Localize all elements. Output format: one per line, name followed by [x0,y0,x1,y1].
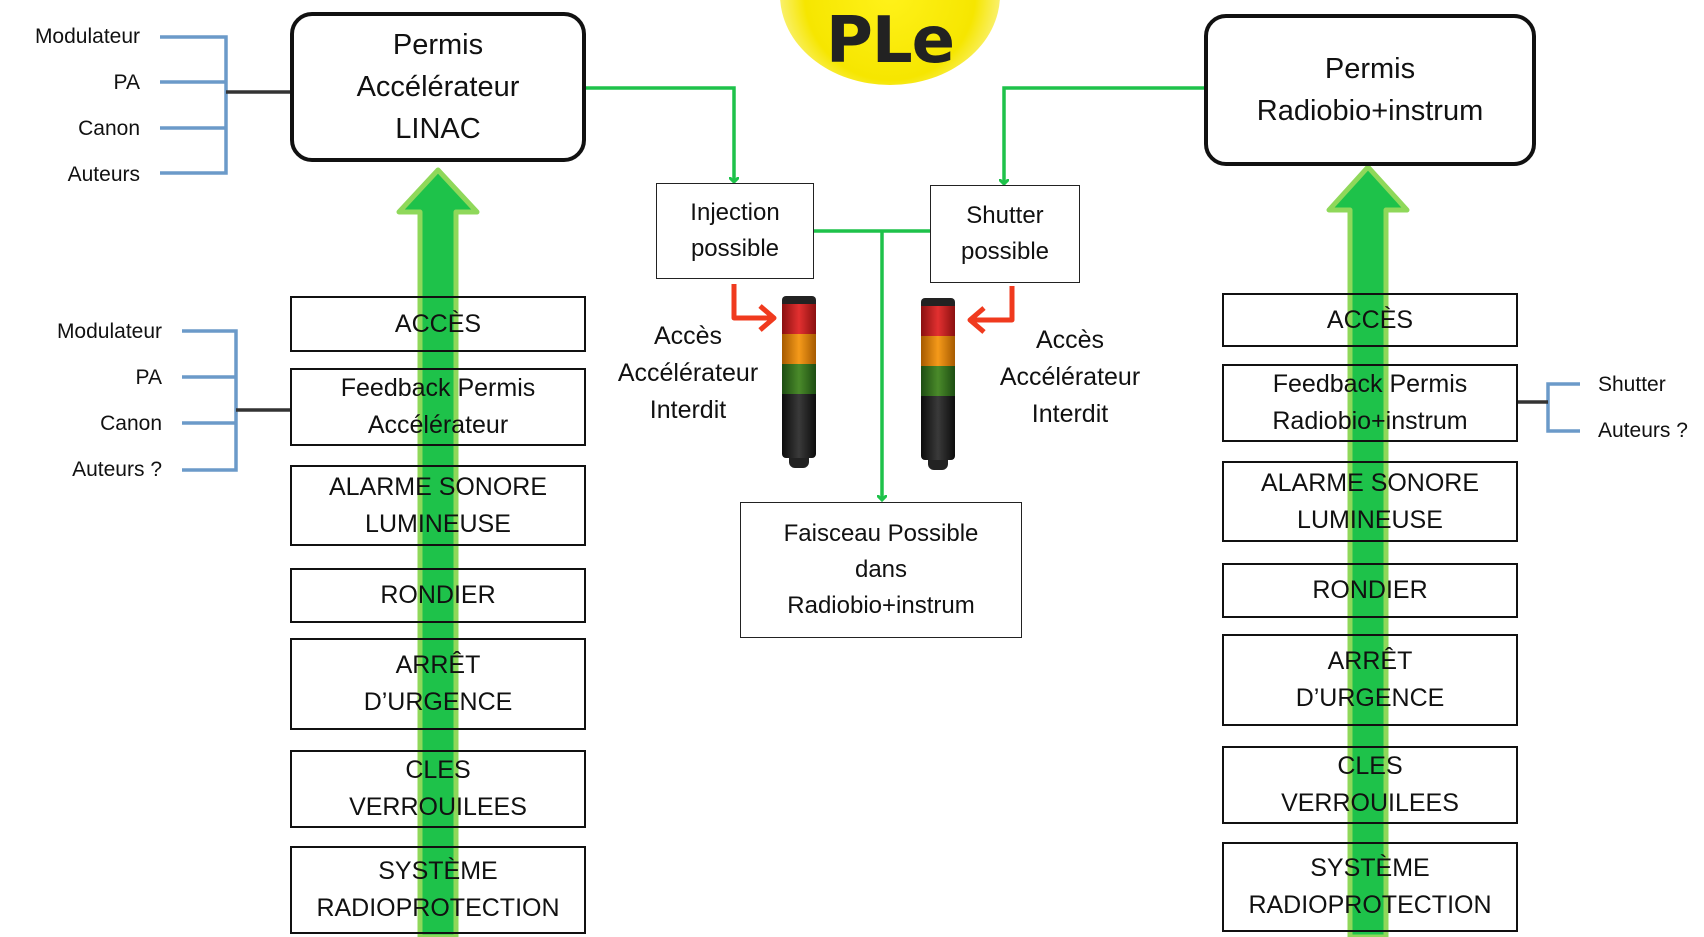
right-chain-arrow [1326,164,1410,937]
right-chain-systeme: SYSTÈME RADIOPROTECTION [1222,842,1518,932]
signal-tower-right-icon [921,298,955,470]
right-feedback-input-shutter: Shutter [1598,373,1666,396]
right-permit-box: Permis Radiobio+instrum [1204,14,1536,166]
left-chain-arrow [396,167,480,937]
left-permit-input-pa: PA [113,71,140,94]
left-permit-box: Permis Accélérateur LINAC [290,12,586,162]
left-feedback-input-canon: Canon [100,412,162,435]
center-connectors [586,86,1204,500]
left-feedback-input-auteurs: Auteurs ? [72,458,162,481]
right-chain-feedback: Feedback Permis Radiobio+instrum [1222,364,1518,442]
left-feedback-input-modulateur: Modulateur [56,320,162,343]
right-chain-rondier: RONDIER [1222,563,1518,618]
right-chain-alarme: ALARME SONORE LUMINEUSE [1222,461,1518,542]
access-forbidden-left: Accès Accélérateur Interdit [617,322,759,424]
access-forbidden-right: Accès Accélérateur Interdit [999,326,1141,428]
left-chain-acces: ACCÈS [290,296,586,352]
right-chain-cles: CLES VERROUILEES [1222,746,1518,824]
injection-possible-box: Injection possible [656,183,814,279]
left-chain-arret: ARRÊT D’URGENCE [290,638,586,730]
left-chain-cles: CLES VERROUILEES [290,750,586,828]
signal-tower-left-icon [782,296,816,468]
left-chain-rondier: RONDIER [290,568,586,623]
input-brackets [160,35,1580,472]
faisceau-possible-box: Faisceau Possible dans Radiobio+instrum [740,502,1022,638]
shutter-possible-box: Shutter possible [930,185,1080,283]
left-permit-input-modulateur: Modulateur [34,25,140,48]
left-feedback-input-pa: PA [135,366,162,389]
left-permit-input-canon: Canon [78,117,140,140]
red-arrows [731,284,1015,334]
left-permit-input-auteurs: Auteurs [67,163,140,186]
left-chain-systeme: SYSTÈME RADIOPROTECTION [290,846,586,934]
left-chain-alarme: ALARME SONORE LUMINEUSE [290,465,586,546]
right-chain-arret: ARRÊT D’URGENCE [1222,634,1518,726]
ple-badge-text: PLe [825,4,955,78]
right-feedback-input-auteurs: Auteurs ? [1598,419,1688,442]
right-chain-acces: ACCÈS [1222,293,1518,347]
left-chain-feedback: Feedback Permis Accélérateur [290,368,586,446]
